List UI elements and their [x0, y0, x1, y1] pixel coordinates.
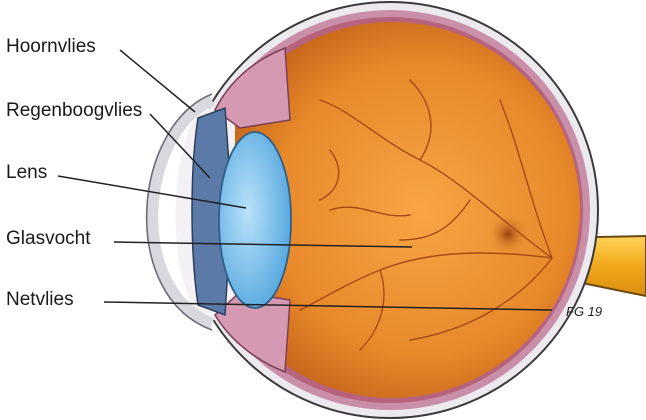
artist-signature: FG 19 [566, 304, 602, 319]
label-iris: Regenboogvlies [6, 101, 142, 120]
macula [488, 214, 528, 254]
lens [219, 132, 291, 308]
label-vitreous: Glasvocht [6, 229, 90, 248]
label-lens: Lens [6, 163, 47, 182]
label-cornea: Hoornvlies [6, 37, 96, 56]
label-retina: Netvlies [6, 290, 74, 309]
